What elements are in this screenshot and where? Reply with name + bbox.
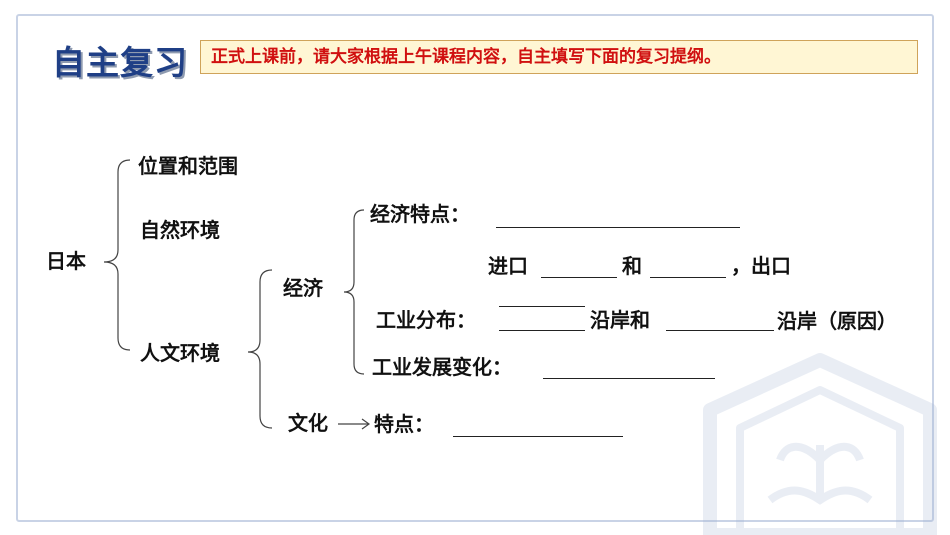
industry-change-blank[interactable] bbox=[543, 378, 715, 379]
distribution-blank-2[interactable] bbox=[666, 330, 774, 331]
and-word: 和 bbox=[622, 254, 642, 278]
watermark-logo-icon bbox=[703, 353, 937, 535]
distribution-overline bbox=[499, 306, 585, 307]
coast-reason-text: 沿岸（原因） bbox=[777, 309, 897, 333]
econ-features-blank[interactable] bbox=[496, 227, 740, 228]
outline-nature: 自然环境 bbox=[140, 218, 220, 242]
page-title: 自主复习 bbox=[52, 43, 188, 82]
export-label: ，出口 bbox=[731, 254, 791, 278]
outline-root: 日本 bbox=[46, 249, 86, 273]
econ-features-label: 经济特点： bbox=[370, 202, 470, 226]
root-bracket bbox=[103, 159, 131, 351]
humanities-bracket bbox=[247, 269, 273, 429]
distribution-blank-1[interactable] bbox=[499, 330, 585, 331]
slide-frame bbox=[16, 14, 934, 522]
outline-economy: 经济 bbox=[283, 276, 323, 300]
import-blank-2[interactable] bbox=[650, 277, 726, 278]
economy-bracket bbox=[343, 209, 365, 375]
import-blank-1[interactable] bbox=[541, 277, 617, 278]
outline-position: 位置和范围 bbox=[138, 154, 238, 178]
industry-change-label: 工业发展变化： bbox=[372, 355, 512, 379]
import-label: 进口 bbox=[488, 254, 528, 278]
outline-culture: 文化 bbox=[288, 411, 328, 435]
coast-and-text: 沿岸和 bbox=[590, 308, 650, 332]
culture-features-blank[interactable] bbox=[453, 436, 623, 437]
outline-humanities: 人文环境 bbox=[140, 341, 220, 365]
industry-distribution-label: 工业分布： bbox=[376, 308, 476, 332]
culture-features-label: 特点： bbox=[374, 412, 434, 436]
instruction-banner: 正式上课前，请大家根据上午课程内容，自主填写下面的复习提纲。 bbox=[200, 40, 918, 74]
